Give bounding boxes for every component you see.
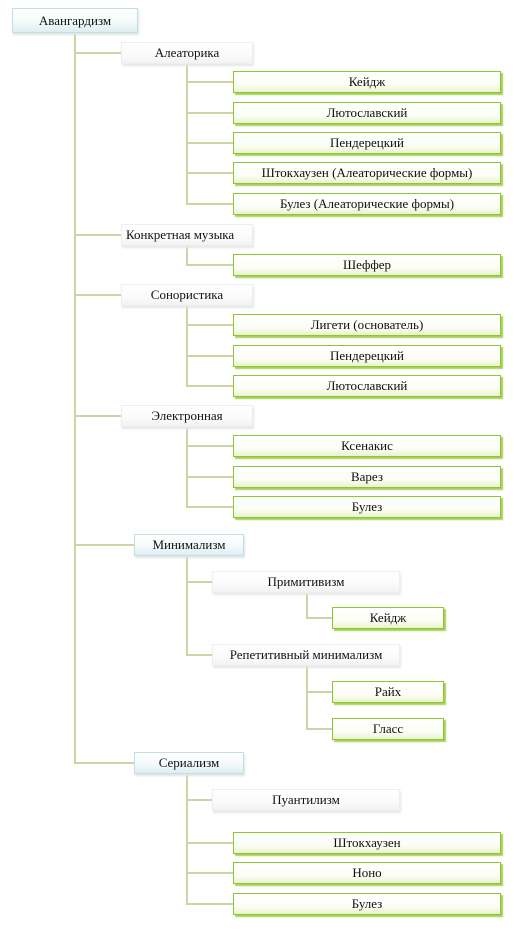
node-label: Булез	[351, 499, 383, 514]
connector-line-minim	[74, 544, 134, 546]
node-repet-2: Гласс	[332, 718, 444, 740]
node-root: Авангардизм	[12, 8, 138, 33]
connector-line-repet-2	[306, 728, 332, 730]
node-label: Кейдж	[369, 610, 407, 625]
node-label: Булез	[351, 896, 383, 911]
connector-trunk-konkr	[186, 246, 188, 266]
node-repet: Репетитивный минимализм	[212, 644, 400, 666]
node-aleat: Алеаторика	[121, 42, 253, 64]
node-label: Примитивизм	[267, 574, 345, 589]
connector-line-aleat-4	[186, 172, 233, 174]
node-label: Пендерецкий	[330, 135, 404, 150]
connector-line-serial-1	[186, 842, 233, 844]
connector-line-aleat-2	[186, 112, 233, 114]
node-aleat-3: Пендерецкий	[233, 132, 501, 154]
node-sonor-1: Лигети (основатель)	[233, 314, 501, 336]
node-label: Гласс	[372, 721, 404, 736]
node-elektr: Электронная	[121, 405, 253, 427]
node-konkr: Конкретная музыка	[121, 224, 253, 246]
node-elektr-1: Ксенакис	[233, 435, 501, 457]
connector-line-repet	[186, 654, 212, 656]
node-label: Штокхаузен	[333, 835, 401, 850]
node-konkr-1: Шеффер	[233, 254, 501, 276]
node-label: Пуантилизм	[272, 792, 340, 807]
node-label: Варез	[350, 469, 383, 484]
node-aleat-5: Булез (Алеаторические формы)	[233, 193, 501, 215]
node-punt: Пуантилизм	[212, 789, 400, 811]
connector-line-sonor-1	[186, 324, 233, 326]
node-elektr-3: Булез	[233, 496, 501, 518]
node-label: Конкретная музыка	[126, 227, 235, 242]
node-sonor-3: Лютославский	[233, 375, 501, 397]
node-label: Лютославский	[326, 378, 408, 393]
node-label: Сериализм	[158, 755, 220, 770]
node-elektr-2: Варез	[233, 466, 501, 488]
node-label: Булез (Алеаторические формы)	[279, 196, 455, 211]
connector-trunk-minim	[186, 556, 188, 656]
connector-line-aleat-1	[186, 81, 233, 83]
node-label: Кейдж	[348, 74, 386, 89]
connector-line-aleat-5	[186, 203, 233, 205]
node-label: Лигети (основатель)	[310, 317, 424, 332]
connector-line-sonor-3	[186, 385, 233, 387]
node-serial-3: Булез	[233, 893, 501, 915]
connector-trunk-elektr	[186, 427, 188, 508]
node-sonor: Сонористика	[121, 284, 253, 306]
node-label: Пендерецкий	[330, 348, 404, 363]
node-serial: Сериализм	[134, 752, 244, 774]
connector-trunk-aleat	[186, 64, 188, 205]
node-label: Авангардизм	[38, 12, 112, 28]
node-repet-1: Райх	[332, 681, 444, 703]
connector-line-elektr-1	[186, 445, 233, 447]
node-sonor-2: Пендерецкий	[233, 345, 501, 367]
node-label: Ноно	[352, 865, 382, 880]
node-label: Лютославский	[326, 105, 408, 120]
connector-line-primit	[186, 581, 212, 583]
node-primit: Примитивизм	[212, 571, 400, 593]
connector-line-serial	[74, 762, 134, 764]
connector-trunk-sonor	[186, 306, 188, 387]
node-label: Минимализм	[152, 537, 226, 552]
connector-line-serial-3	[186, 903, 233, 905]
node-label: Сонористика	[150, 287, 224, 302]
connector-line-sonor	[74, 294, 121, 296]
connector-line-elektr-2	[186, 476, 233, 478]
connector-line-sonor-2	[186, 355, 233, 357]
connector-line-aleat-3	[186, 142, 233, 144]
node-serial-2: Ноно	[233, 862, 501, 884]
node-aleat-1: Кейдж	[233, 71, 501, 93]
node-label: Алеаторика	[154, 45, 220, 60]
node-minim: Минимализм	[134, 534, 244, 556]
node-aleat-4: Штокхаузен (Алеаторические формы)	[233, 162, 501, 184]
node-primit-1: Кейдж	[332, 607, 444, 629]
node-label: Штокхаузен (Алеаторические формы)	[261, 165, 473, 180]
connector-line-repet-1	[306, 691, 332, 693]
connector-line-elektr	[74, 415, 121, 417]
connector-line-elektr-3	[186, 506, 233, 508]
connector-line-konkr-1	[186, 264, 233, 266]
connector-line-punt	[186, 799, 212, 801]
node-aleat-2: Лютославский	[233, 102, 501, 124]
connector-line-primit-1	[306, 617, 332, 619]
connector-trunk-repet	[306, 666, 308, 730]
node-label: Шеффер	[342, 257, 392, 272]
node-serial-1: Штокхаузен	[233, 832, 501, 854]
connector-line-serial-2	[186, 872, 233, 874]
node-label: Райх	[374, 684, 402, 699]
node-label: Ксенакис	[341, 438, 393, 453]
node-label: Репетитивный минимализм	[229, 647, 383, 662]
connector-trunk-root	[74, 33, 76, 764]
connector-trunk-primit	[306, 593, 308, 619]
connector-trunk-serial	[186, 774, 188, 905]
connector-line-konkr	[74, 234, 121, 236]
connector-line-aleat	[74, 52, 121, 54]
node-label: Электронная	[151, 408, 223, 423]
